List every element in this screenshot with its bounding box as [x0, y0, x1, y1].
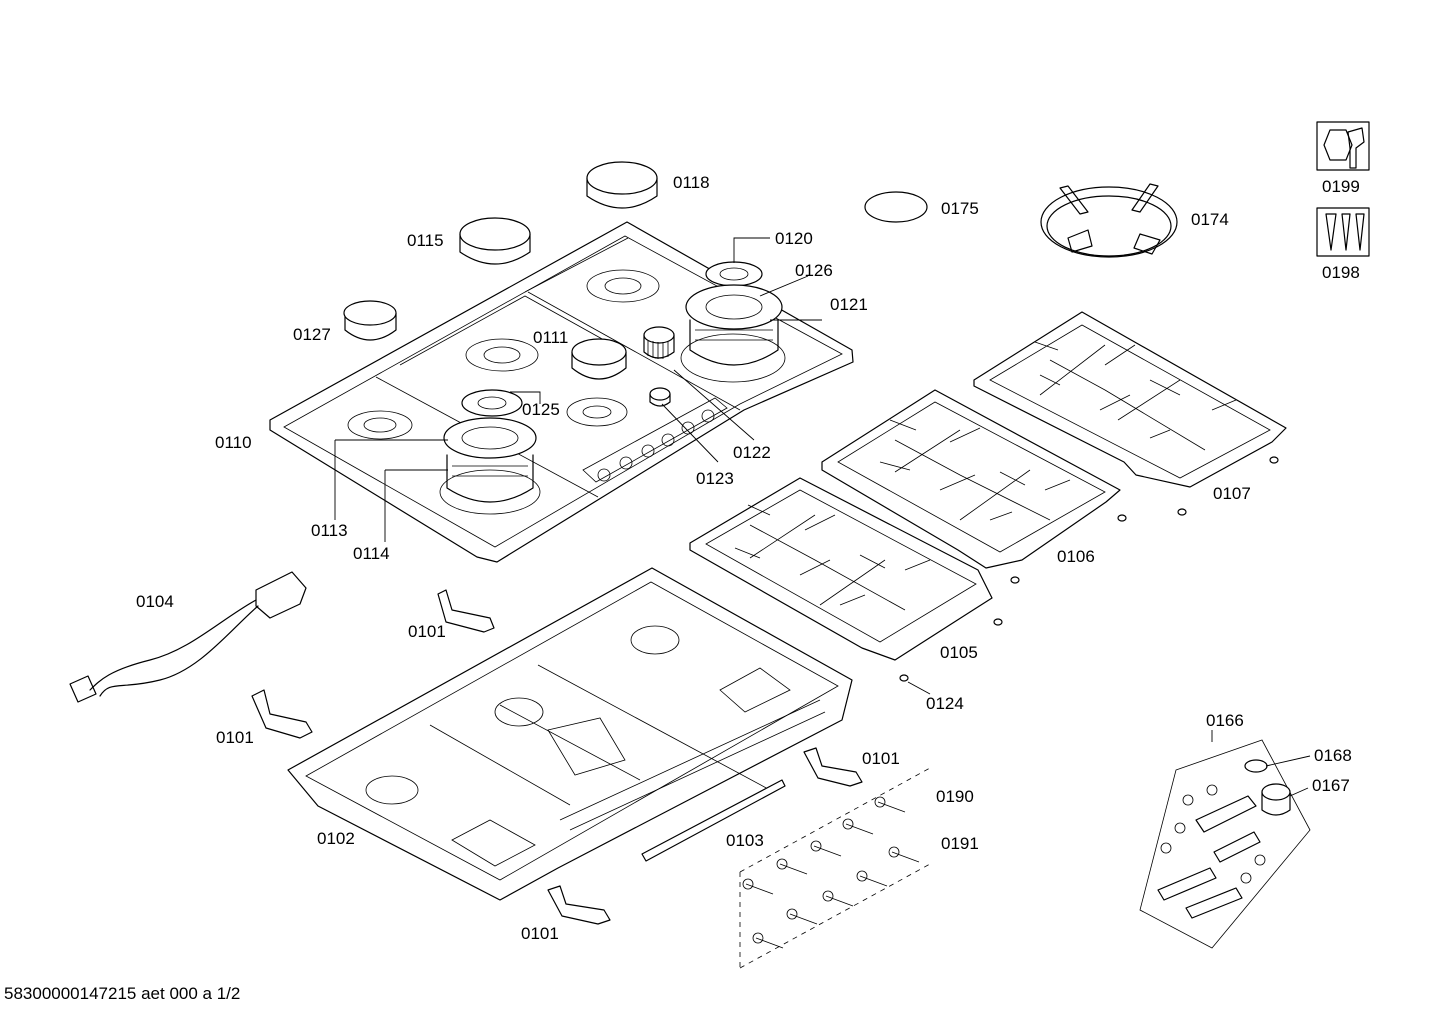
label-0174: 0174 [1191, 210, 1229, 229]
label-0166: 0166 [1206, 711, 1244, 730]
burner-cap-0111 [571, 338, 627, 380]
label-0191: 0191 [941, 834, 979, 853]
label-0124: 0124 [926, 694, 964, 713]
simmer-plate-0175 [864, 191, 928, 223]
label-0101-a: 0101 [408, 622, 446, 641]
rubber-feet-0124 [899, 456, 1279, 682]
wok-burner-assembly-right [685, 261, 783, 366]
conversion-kit-0166 [1139, 739, 1311, 949]
burner-cap-0118 [586, 161, 658, 209]
label-leaders [1211, 730, 1311, 797]
label-0121: 0121 [830, 295, 868, 314]
pan-support-0105 [689, 477, 993, 661]
power-cord-0104 [69, 571, 307, 703]
part-labels: 0118 0175 0174 0115 0120 0126 0121 0127 … [136, 173, 1360, 943]
label-0113: 0113 [311, 521, 348, 540]
label-0175: 0175 [941, 199, 979, 218]
label-0114: 0114 [353, 544, 390, 563]
label-0102: 0102 [317, 829, 355, 848]
pan-support-0107 [973, 311, 1287, 488]
screw-kit-0190-0191 [739, 767, 931, 969]
wok-ring-0174 [1040, 183, 1178, 258]
label-0101-c: 0101 [862, 749, 900, 768]
bracket-0101-a [437, 589, 495, 633]
label-0125: 0125 [522, 400, 560, 419]
label-0101-b: 0101 [216, 728, 254, 747]
label-0168: 0168 [1314, 746, 1352, 765]
document-id: 58300000147215 aet 000 a 1/2 [4, 984, 240, 1003]
cooktop-top-panel [269, 221, 854, 563]
label-0126: 0126 [795, 261, 833, 280]
seal-strip-0103 [641, 779, 786, 862]
label-0101-d: 0101 [521, 924, 559, 943]
burner-cap-0115 [459, 217, 531, 265]
label-0105: 0105 [940, 643, 978, 662]
label-0123: 0123 [696, 469, 734, 488]
label-0106: 0106 [1057, 547, 1095, 566]
screw-set-icon [1316, 207, 1370, 257]
label-0167: 0167 [1312, 776, 1350, 795]
label-0190: 0190 [936, 787, 974, 806]
label-0110: 0110 [215, 433, 252, 452]
label-0104: 0104 [136, 592, 174, 611]
bracket-0101-b [251, 689, 313, 739]
wrench-nut-icon [1316, 121, 1370, 171]
leader-lines [334, 237, 931, 695]
label-0107: 0107 [1213, 484, 1251, 503]
wok-burner-assembly-left [443, 389, 537, 503]
bracket-0101-c [803, 747, 863, 787]
label-0198: 0198 [1322, 263, 1360, 282]
label-0103: 0103 [726, 831, 764, 850]
burner-cap-0127 [343, 300, 397, 341]
label-0122: 0122 [733, 443, 771, 462]
label-0199: 0199 [1322, 177, 1360, 196]
label-0127: 0127 [293, 325, 331, 344]
pan-support-0106 [821, 389, 1121, 569]
knob-0123 [643, 326, 675, 359]
label-0115: 0115 [407, 231, 444, 250]
bracket-0101-d [547, 885, 611, 925]
label-0111: 0111 [533, 328, 568, 347]
label-0118: 0118 [673, 173, 710, 192]
label-0120: 0120 [775, 229, 813, 248]
base-tray-0102 [287, 567, 853, 901]
